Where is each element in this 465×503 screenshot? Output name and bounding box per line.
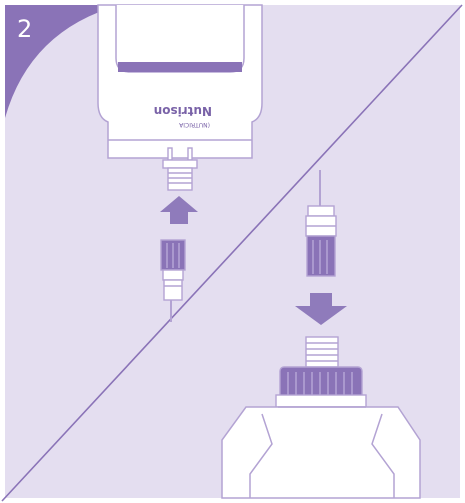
brand-name: Nutrison <box>154 104 212 118</box>
arrow-down-icon <box>295 293 347 325</box>
feeding-pack <box>97 4 263 159</box>
arrow-up-icon <box>160 196 198 224</box>
brand-maker: (NUTRICIA <box>178 121 210 128</box>
bottle-neck <box>305 336 339 368</box>
bottle-cap <box>275 366 367 408</box>
bottle-body <box>221 406 421 499</box>
pack-spout <box>162 147 198 191</box>
step-badge <box>5 5 120 118</box>
step-number: 2 <box>17 15 32 43</box>
tube-connector-left <box>160 239 186 322</box>
tube-connector-right <box>305 205 337 277</box>
diagonal-divider <box>1 4 463 502</box>
